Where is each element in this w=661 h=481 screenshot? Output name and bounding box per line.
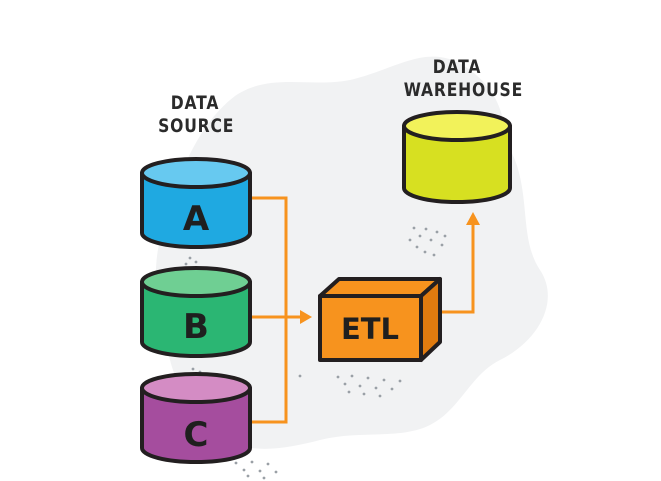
data-source-heading-line2: SOURCE [158,115,235,137]
source-a-label: A [183,199,210,239]
cylinder-a-body [140,171,252,249]
data-source-heading: DATA SOURCE [158,92,235,138]
cylinder-c-top [140,372,252,404]
cylinder-c-body [140,386,252,464]
source-b-label: B [183,307,209,347]
arrowhead-to-warehouse [466,212,480,225]
warehouse-cylinder [402,110,512,204]
data-warehouse-heading-line1: DATA [432,56,482,78]
connector-a [250,196,288,424]
etl-box: ETL [318,277,442,362]
cylinder-b-body [140,280,252,358]
source-cylinder-a: A [140,157,252,249]
arrowheads [300,212,480,324]
source-cylinder-c: C [140,372,252,464]
data-warehouse-heading-line2: WAREHOUSE [403,79,524,101]
source-cylinder-b: B [140,266,252,358]
cylinder-b-top [140,266,252,298]
arrowhead-to-etl [300,310,312,324]
source-c-label: C [184,415,209,455]
data-warehouse-heading: DATA WAREHOUSE [403,56,524,102]
warehouse-body [402,124,512,204]
etl-label: ETL [341,312,399,346]
connector-etl-warehouse [440,222,475,314]
decorative-dots [184,226,447,480]
cylinder-a-top [140,157,252,189]
etl-box-front [318,294,423,362]
connector-lines [250,196,475,424]
data-source-heading-line1: DATA [170,92,220,114]
warehouse-top [402,110,512,142]
